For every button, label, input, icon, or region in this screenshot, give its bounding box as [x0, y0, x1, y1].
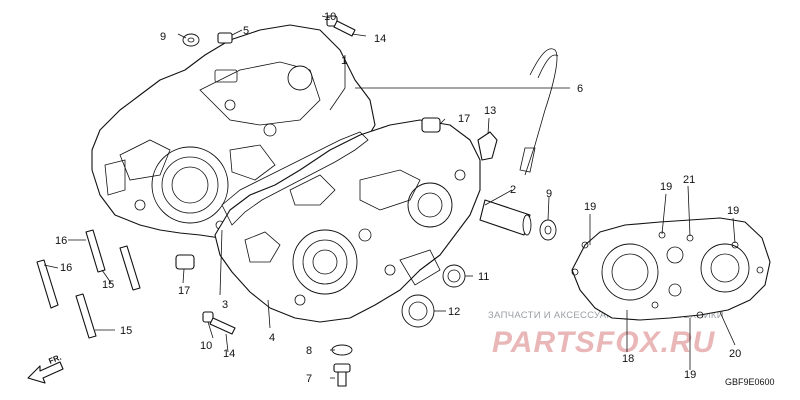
leader-lines [43, 15, 736, 379]
callout-17-top: 17 [458, 113, 470, 125]
callout-21: 21 [683, 174, 695, 186]
callout-17-left: 17 [178, 285, 190, 297]
watermark-tagline: ЗАПЧАСТИ И АКСЕССУАРЫ ДЛЯ МОТОТЕХНИКИ [488, 310, 724, 321]
washer-top [182, 33, 200, 47]
hose-clamp [477, 131, 498, 161]
callout-14-bottom: 14 [223, 348, 235, 360]
callout-19-top: 19 [660, 181, 672, 193]
callout-4: 4 [269, 332, 275, 344]
arrow-left-icon [27, 361, 64, 384]
callout-6: 6 [577, 83, 583, 95]
front-direction-indicator: FR. [27, 353, 64, 384]
callout-2: 2 [510, 184, 516, 196]
callout-10-bottom: 10 [200, 340, 212, 352]
callout-19-left: 19 [584, 201, 596, 213]
bolt-bottom [202, 311, 236, 335]
watermark: ЗАПЧАСТИ И АКСЕССУАРЫ ДЛЯ МОТОТЕХНИКИ PA… [488, 310, 724, 359]
oil-seal-11 [442, 264, 466, 288]
callout-15-lower: 15 [120, 325, 132, 337]
dowel-pin-top [421, 117, 441, 133]
callout-labels: 1 2 3 4 5 6 7 8 9 9 10 10 11 12 13 14 14… [55, 11, 741, 385]
dowel-pin-left [175, 254, 195, 270]
callout-19-bottom: 19 [684, 369, 696, 381]
callout-14-top: 14 [374, 33, 386, 45]
direction-label: FR. [47, 353, 62, 366]
crankcase-gasket [221, 131, 369, 226]
callout-5: 5 [243, 25, 249, 37]
callout-12: 12 [448, 306, 460, 318]
callout-11: 11 [478, 271, 489, 283]
callout-8: 8 [306, 345, 312, 357]
collar-tube [479, 199, 532, 236]
nut-5 [217, 32, 233, 44]
right-crankcase-half [214, 119, 481, 323]
diagram-code: GBF9E0600 [725, 377, 775, 387]
callout-9-top: 9 [160, 31, 166, 43]
callout-16-upper: 16 [55, 235, 67, 247]
callout-15-upper: 15 [102, 279, 114, 291]
callout-1: 1 [341, 55, 347, 67]
callout-10-top: 10 [324, 11, 336, 23]
right-cover-gasket [571, 217, 771, 321]
bolt-top [326, 15, 356, 37]
callout-7: 7 [306, 373, 312, 385]
callout-18: 18 [622, 353, 634, 365]
stud-bolts [36, 229, 141, 339]
callout-3: 3 [222, 299, 228, 311]
washer-right [539, 219, 557, 241]
callout-20: 20 [729, 348, 741, 360]
breather-tube [519, 48, 559, 176]
callout-19-right: 19 [727, 205, 739, 217]
drain-bolt [333, 363, 351, 387]
callout-13: 13 [484, 105, 496, 117]
oil-seal-12 [401, 294, 435, 328]
callout-9-right: 9 [546, 188, 552, 200]
watermark-logo: PARTSFOX.RU [492, 326, 716, 359]
callout-16-lower: 16 [60, 262, 72, 274]
